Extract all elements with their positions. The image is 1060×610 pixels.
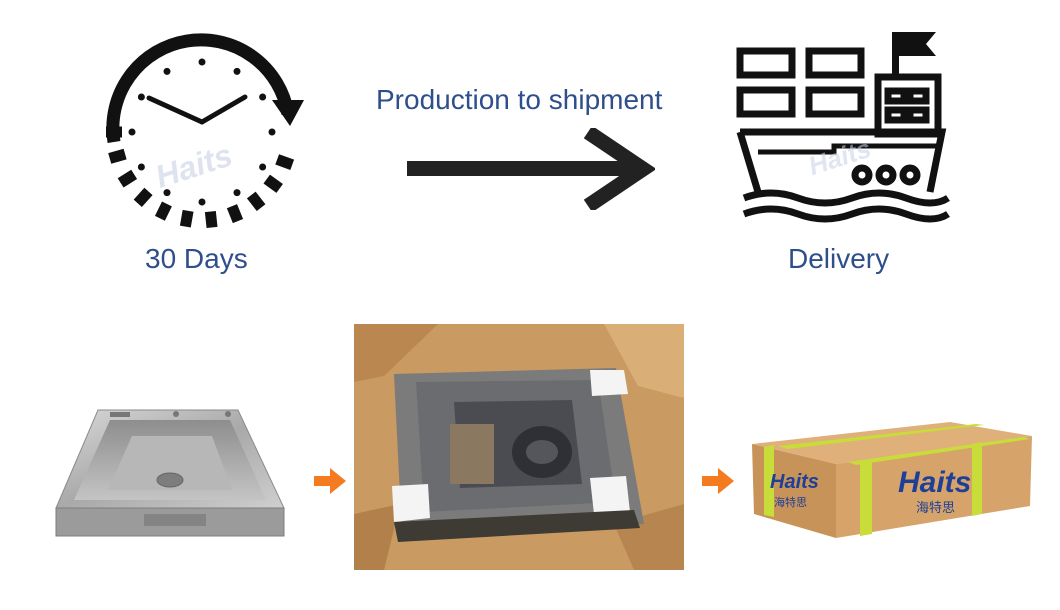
box-logo-chinese: 海特思 <box>774 495 807 509</box>
clock-hour-dot <box>198 58 206 66</box>
clock-dash <box>108 148 127 164</box>
clock-hour-dot <box>163 67 171 75</box>
packing-box-image <box>354 324 684 570</box>
clock-dash <box>275 154 295 171</box>
clock-icon: Haits <box>92 22 306 236</box>
clock-hour-dot <box>137 93 145 101</box>
clock-dash <box>204 210 218 229</box>
clock-dash <box>117 169 138 188</box>
clock-hour-dot <box>233 189 241 197</box>
small-orange-arrow-icon <box>314 468 346 494</box>
delivery-label: Delivery <box>788 243 890 274</box>
watermark-logo: Haits <box>805 133 875 181</box>
clock-dash <box>133 187 153 208</box>
box-logo: Haits <box>770 471 819 493</box>
arrow-right-icon <box>405 128 655 210</box>
clock-hour-dot <box>128 128 136 136</box>
clock-dash <box>179 209 194 228</box>
clock-hour-dot <box>137 163 145 171</box>
cargo-ship-icon: Haits <box>734 24 950 224</box>
shipping-box-image: Haits 海特思 Haits 海特思 <box>748 422 1034 538</box>
clock-dash <box>246 191 266 212</box>
watermark-logo: Haits <box>151 136 237 194</box>
clock-dash <box>263 174 283 193</box>
clock-hour-dot <box>259 93 267 101</box>
clock-dash <box>226 204 244 224</box>
clock-hour-dot <box>163 189 171 197</box>
flow-label: Production to shipment <box>376 84 663 115</box>
clock-dash <box>154 201 172 221</box>
days-label: 30 Days <box>145 243 248 274</box>
clock-hour-dot <box>198 198 206 206</box>
small-orange-arrow-icon <box>702 468 734 494</box>
clock-hour-dot <box>268 128 276 136</box>
box-logo-chinese: 海特思 <box>916 501 955 516</box>
clock-hour-dot <box>259 163 267 171</box>
clock-hour-dot <box>233 67 241 75</box>
box-logo: Haits <box>898 466 971 499</box>
sink-image <box>52 400 290 540</box>
